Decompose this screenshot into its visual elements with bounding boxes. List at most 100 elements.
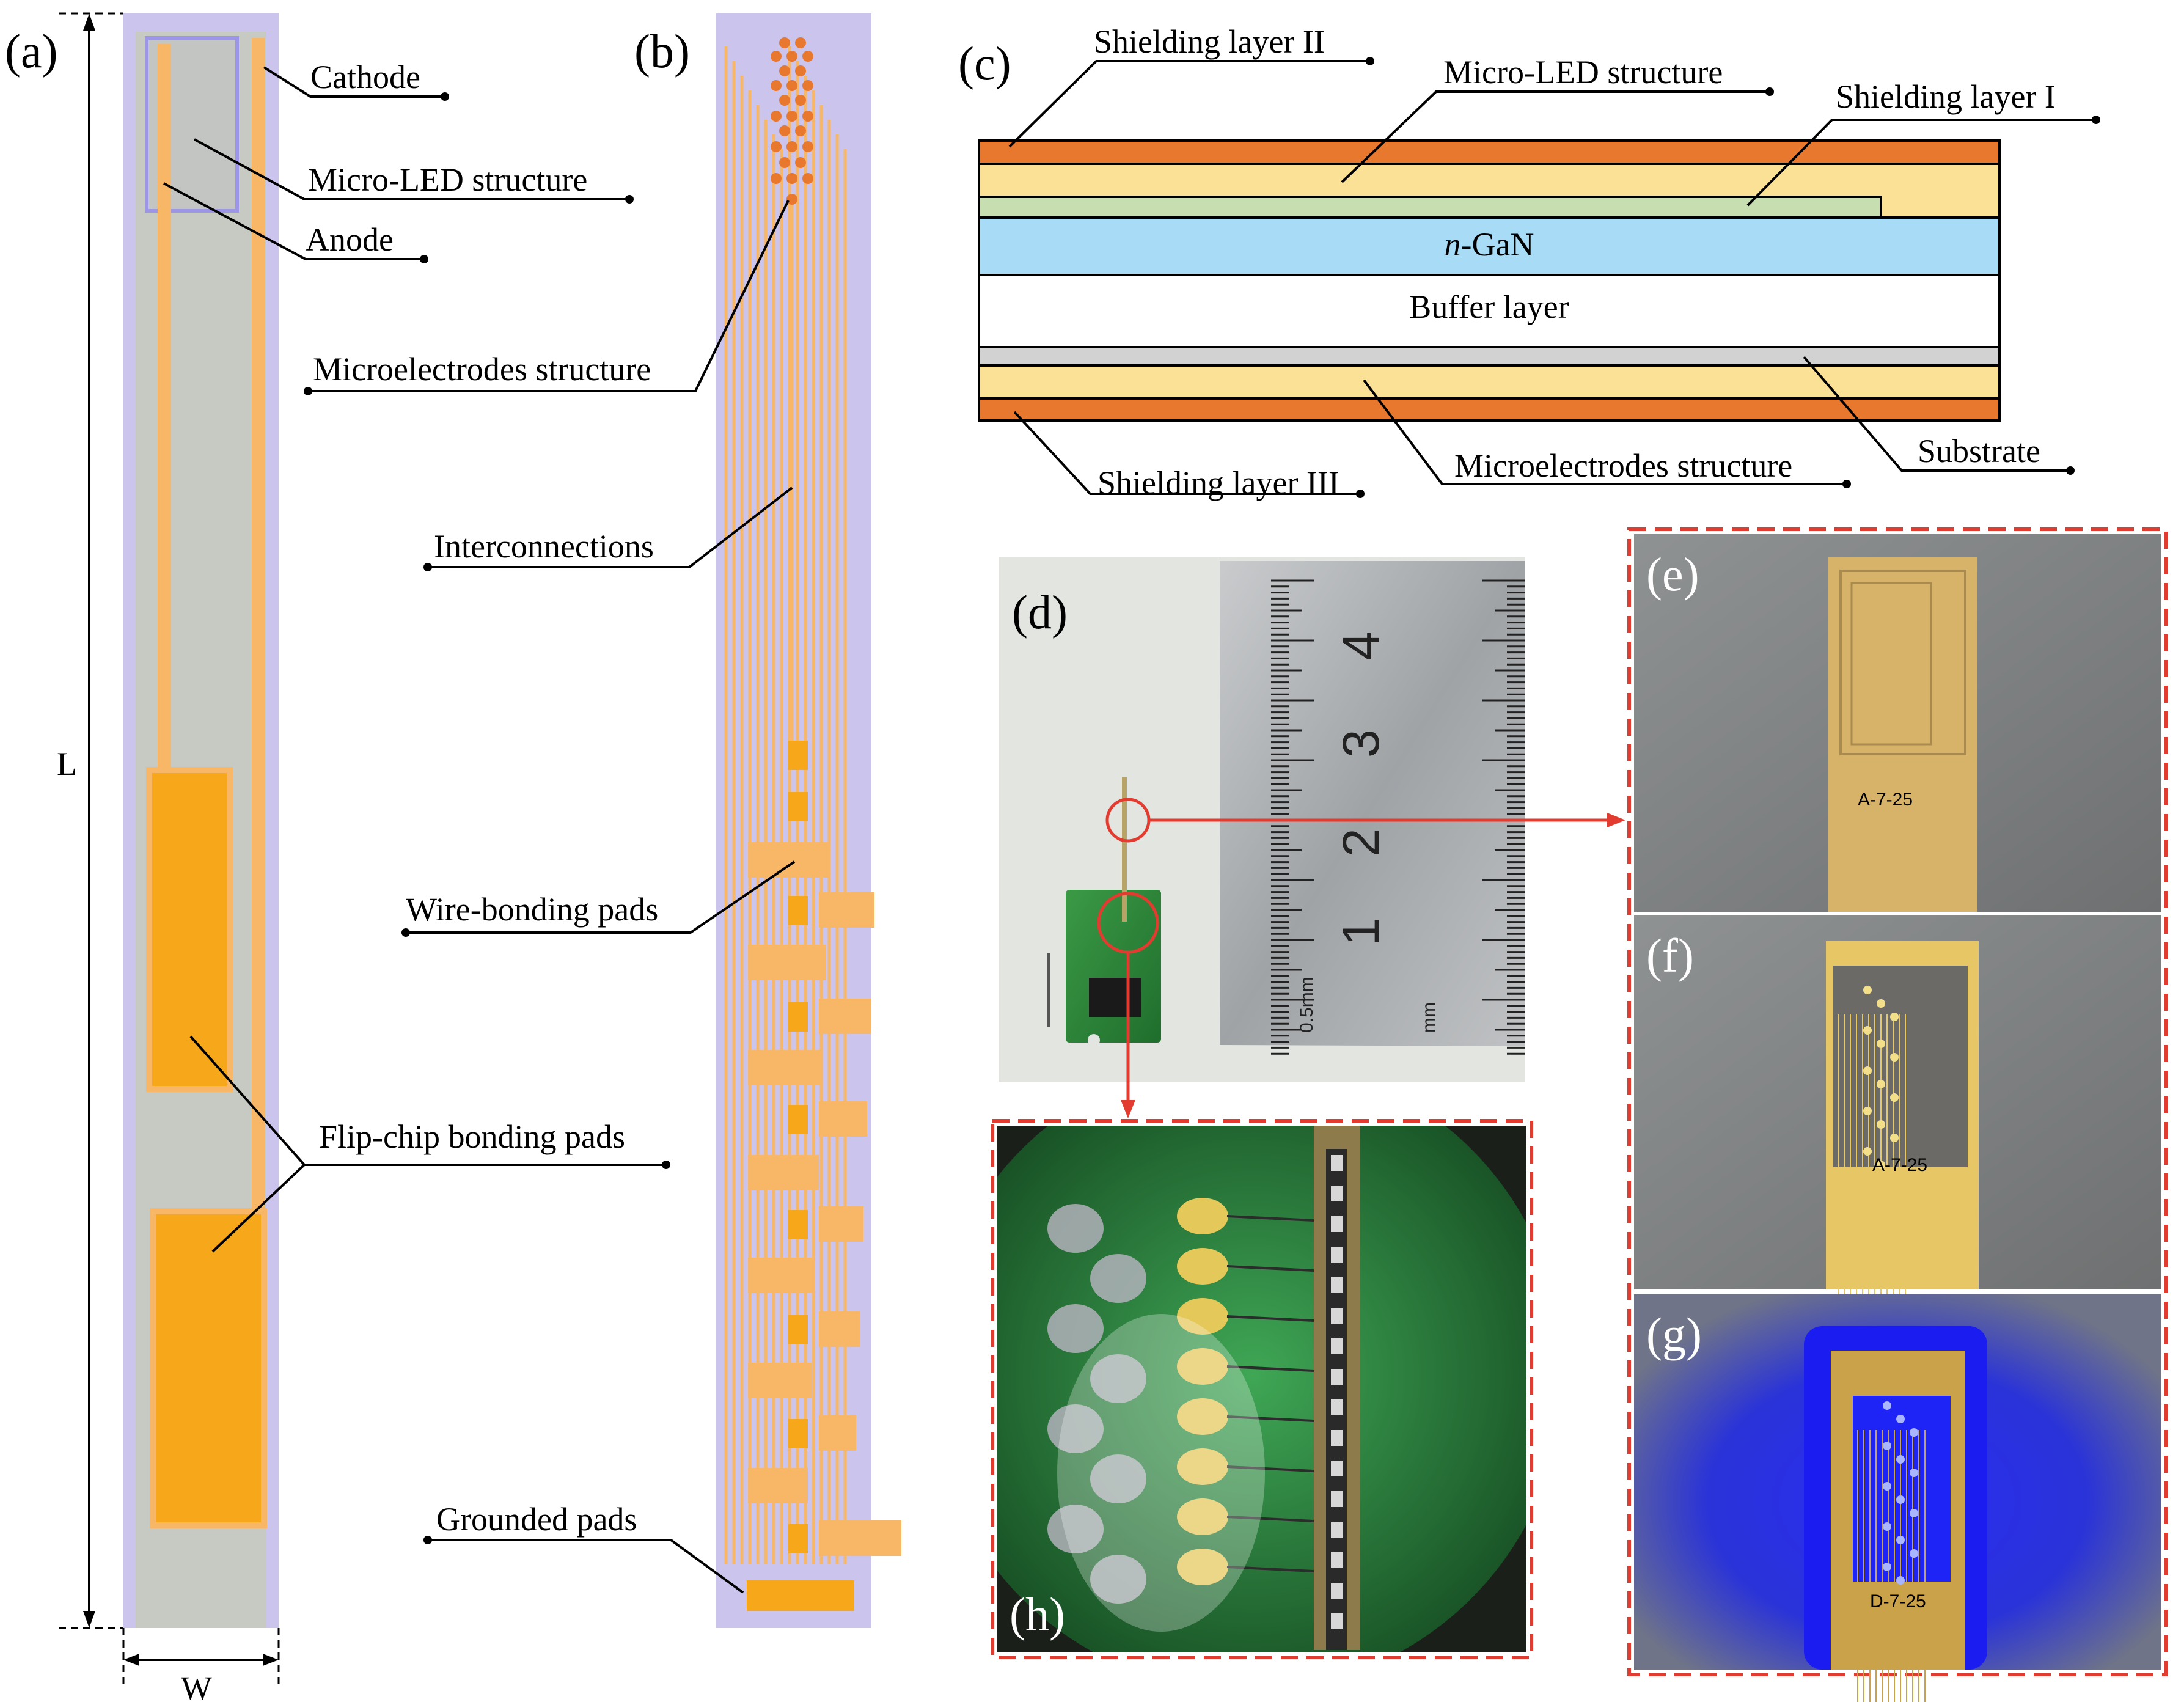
callout-interconnections-label: Interconnections bbox=[434, 528, 654, 565]
callout-shield-3-dot bbox=[1356, 490, 1365, 498]
chip-electrode-dot bbox=[1863, 986, 1872, 994]
solder-blob bbox=[1047, 1204, 1104, 1253]
ruler-small-right: mm bbox=[1419, 1002, 1439, 1033]
bond-pads bbox=[1047, 1198, 1327, 1604]
callout-c-micro-led-line bbox=[1341, 90, 1770, 183]
chip-electrode-dot bbox=[1890, 1013, 1899, 1021]
callout-wire-bonding-dot bbox=[401, 928, 410, 937]
cathode-trace bbox=[252, 38, 265, 1261]
callout-cathode-line bbox=[263, 66, 445, 98]
callout-shield-3-line bbox=[1013, 411, 1360, 495]
pcb-board bbox=[1066, 890, 1161, 1043]
chip-electrode-dot bbox=[1883, 1401, 1891, 1410]
trace-pad bbox=[748, 1258, 815, 1293]
pcb-bond-pad bbox=[1177, 1498, 1228, 1535]
callout-flip-chip-line-1 bbox=[189, 1035, 306, 1166]
microelectrode-dot bbox=[771, 173, 782, 184]
panel-e-letter: (e) bbox=[1646, 548, 1699, 601]
bond-wire bbox=[1226, 1415, 1327, 1423]
chip-electrode-dot bbox=[1877, 999, 1885, 1008]
probe-pad bbox=[1331, 1216, 1343, 1232]
ruler-num-4: 4 bbox=[1332, 631, 1390, 660]
probe-pad bbox=[1331, 1491, 1343, 1507]
chip-e-text: A-7-25 bbox=[1858, 790, 1913, 810]
microelectrode-dot bbox=[802, 173, 813, 184]
probe-shank bbox=[1122, 777, 1127, 922]
layer-substrate bbox=[978, 346, 2001, 367]
trace-pad bbox=[819, 999, 871, 1034]
solder-blob bbox=[1090, 1354, 1146, 1403]
callout-anode-label: Anode bbox=[306, 221, 394, 258]
callout-shield-1-line bbox=[1746, 119, 2096, 207]
layer-shielding-2 bbox=[978, 139, 2001, 165]
callout-microelectrodes-dot bbox=[304, 387, 312, 395]
callout-wire-bonding-line bbox=[406, 860, 796, 934]
bond-wire bbox=[1226, 1265, 1327, 1272]
trace-pad bbox=[819, 1101, 867, 1137]
probe-pad bbox=[1331, 1461, 1343, 1476]
trace-pad bbox=[748, 1468, 808, 1503]
chip-electrode-dot bbox=[1890, 1134, 1899, 1142]
microelectrode-dot bbox=[771, 80, 782, 91]
callout-shield-2-dot bbox=[1366, 57, 1374, 65]
layer-microelectrodes bbox=[978, 364, 2001, 400]
chip-electrode-dot bbox=[1890, 1053, 1899, 1062]
ruler-num-3: 3 bbox=[1332, 729, 1390, 758]
arrow-to-e-head bbox=[1607, 813, 1625, 827]
panel-efg: A-7-25 (e) A-7-25 (f) D-7-25 (g) bbox=[1627, 527, 2168, 1702]
callout-micro-led-line bbox=[194, 138, 629, 200]
bond-wire bbox=[1226, 1365, 1327, 1373]
flip-chip-pad-1 bbox=[146, 767, 233, 1092]
dim-w-arrow-left bbox=[123, 1654, 139, 1666]
ruler-small-left: 0.5mm bbox=[1297, 977, 1317, 1033]
pcb-bond-pad bbox=[1177, 1398, 1228, 1435]
microelectrode-dot bbox=[795, 125, 806, 136]
callout-flip-chip-line-2 bbox=[211, 1164, 666, 1253]
microelectrode-dot bbox=[786, 173, 797, 184]
microelectrode-dot bbox=[802, 141, 813, 152]
pcb-bond-pad bbox=[1177, 1348, 1228, 1385]
callout-anode-line bbox=[163, 182, 424, 260]
layer-n-gan bbox=[978, 216, 2001, 276]
chip-electrode-dot bbox=[1910, 1549, 1918, 1558]
chip-electrode-dot bbox=[1910, 1469, 1918, 1477]
callout-flip-chip-label: Flip-chip bonding pads bbox=[319, 1118, 625, 1155]
panel-d: 1 2 3 4 0.5mm mm (d) bbox=[999, 557, 1625, 1118]
trace-pad bbox=[748, 1050, 823, 1085]
wire-bonding-pads bbox=[748, 741, 901, 1556]
trace-pad bbox=[748, 1363, 812, 1398]
panel-b: (b) Microelectrodes structure Interconne… bbox=[304, 13, 901, 1628]
flip-chip-pad-2 bbox=[150, 1208, 267, 1528]
chip-electrode-dot bbox=[1877, 1120, 1885, 1129]
chip-f-window bbox=[1833, 966, 1968, 1167]
callout-grounded-dot bbox=[423, 1536, 432, 1544]
microelectrode-dot bbox=[779, 37, 790, 48]
chip-electrode-dot bbox=[1910, 1509, 1918, 1517]
solder-blob bbox=[1047, 1304, 1104, 1353]
microelectrode-dot bbox=[795, 95, 806, 106]
trace-pad bbox=[748, 842, 830, 878]
chip-electrode-dot bbox=[1863, 1026, 1872, 1035]
pcb-bond-pad bbox=[1177, 1298, 1228, 1335]
ruler bbox=[1220, 561, 1525, 1046]
microelectrode-dot bbox=[779, 125, 790, 136]
microelectrode-dot bbox=[786, 111, 797, 122]
chip-g-traces bbox=[1857, 1401, 1926, 1702]
callout-grounded-line bbox=[428, 1539, 744, 1594]
chip-electrode-dot bbox=[1896, 1455, 1905, 1464]
dim-l-arrow-bottom bbox=[83, 1611, 95, 1628]
callout-shield-1-label: Shielding layer I bbox=[1836, 78, 2056, 115]
probe-pad bbox=[1331, 1308, 1343, 1324]
callout-c-microelectrodes-label: Microelectrodes structure bbox=[1454, 447, 1792, 484]
wire-bonding-pad bbox=[788, 1105, 808, 1134]
microelectrode-dot bbox=[795, 65, 806, 76]
chip-electrode-dot bbox=[1896, 1576, 1905, 1585]
chip-electrode-dot bbox=[1877, 1040, 1885, 1048]
callout-flip-chip-dot bbox=[662, 1161, 670, 1169]
chip-g-text: D-7-25 bbox=[1870, 1591, 1926, 1612]
solder-blob bbox=[1090, 1555, 1146, 1604]
probe-pad bbox=[1331, 1399, 1343, 1415]
microelectrode-dot bbox=[771, 141, 782, 152]
chip-e-led bbox=[1850, 582, 1932, 746]
arrow-to-h-head bbox=[1121, 1100, 1135, 1118]
